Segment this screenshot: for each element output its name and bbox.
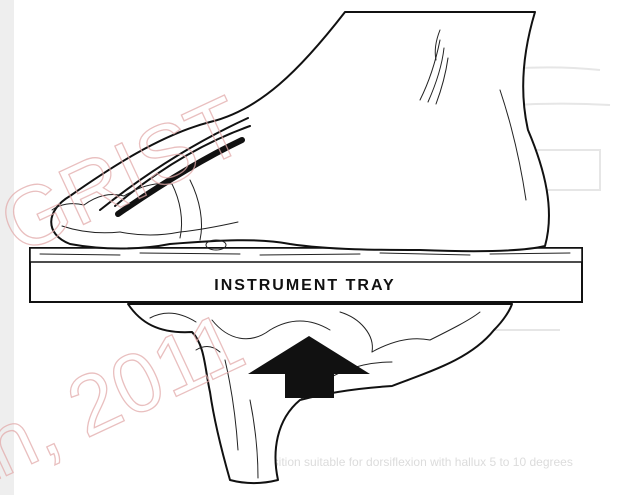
tray-label: INSTRUMENT TRAY [214,277,395,294]
watermark-line-2: th, 2011 [0,293,257,495]
background-caption: Position suitable for dorsiflexion with … [258,455,573,469]
